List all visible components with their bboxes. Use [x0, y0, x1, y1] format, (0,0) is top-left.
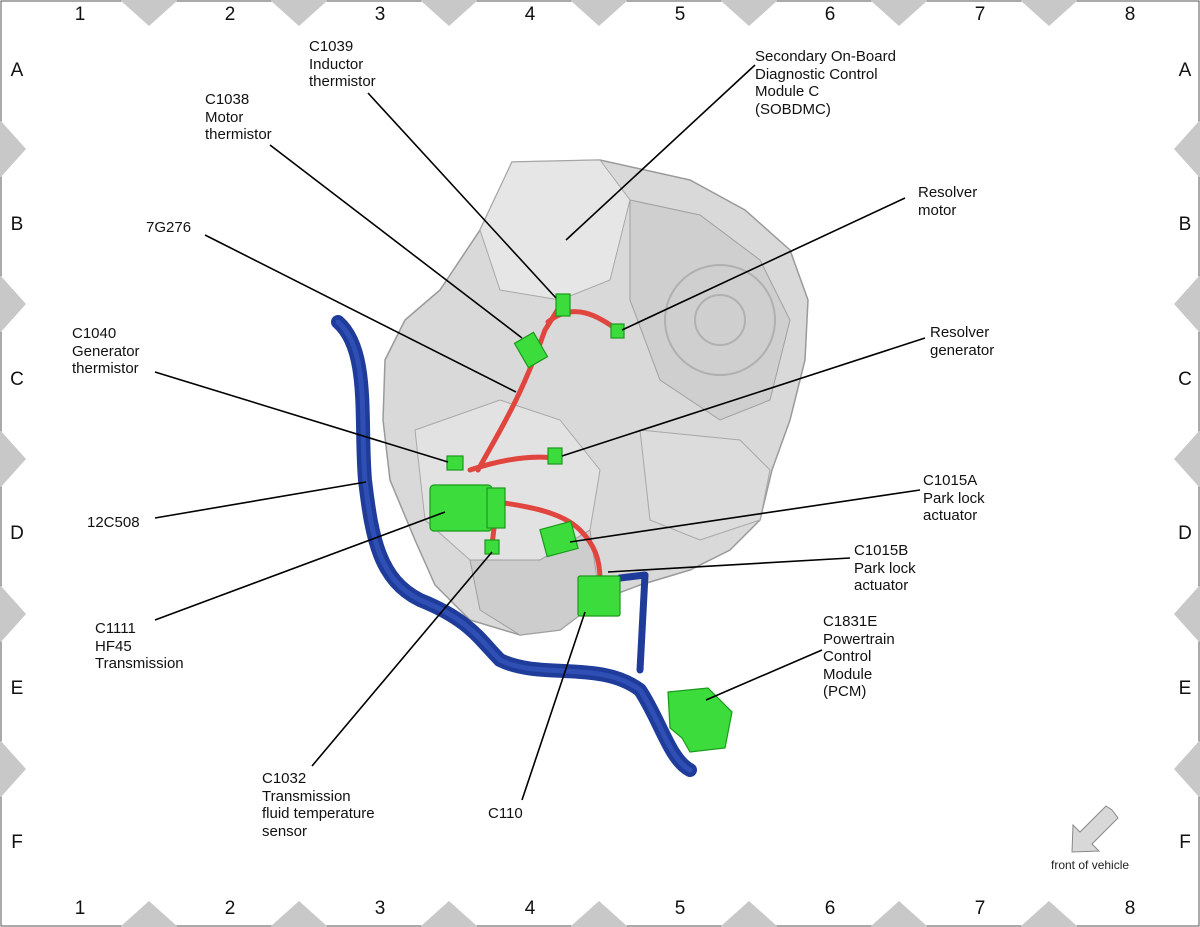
label-12c508: 12C508 [87, 514, 140, 531]
grid-row-left-b: B [10, 214, 24, 235]
leader-lines [154, 64, 926, 801]
grid-col-bottom-7: 7 [974, 898, 986, 919]
label-c1039: C1039 Inductor thermistor [309, 38, 376, 90]
grid-col-bottom-3: 3 [374, 898, 386, 919]
connector-c1015a [539, 520, 579, 558]
label-c1015b: C1015B Park lock actuator [854, 542, 916, 594]
grid-col-bottom-4: 4 [524, 898, 536, 919]
label-c1032: C1032 Transmission fluid temperature sen… [262, 770, 375, 840]
grid-row-left-d: D [10, 523, 24, 544]
label-resolver-generator: Resolver generator [930, 324, 995, 359]
grid-col-top-2: 2 [224, 4, 236, 25]
label-c1111: C1111 HF45 Transmission [95, 620, 184, 672]
grid-col-top-6: 6 [824, 4, 836, 25]
connectors [429, 293, 733, 753]
connector-c1032 [484, 539, 500, 555]
grid-row-right-e: E [1178, 678, 1192, 699]
grid-col-top-5: 5 [674, 4, 686, 25]
connector-c1015b [577, 575, 621, 617]
grid-row-right-d: D [1178, 523, 1192, 544]
label-resolver-motor: Resolver motor [918, 184, 978, 219]
grid-col-bottom-6: 6 [824, 898, 836, 919]
connector-c1040 [446, 455, 464, 471]
grid-col-top-4: 4 [524, 4, 536, 25]
connector-c1038 [513, 331, 549, 369]
connector-c1831e [667, 687, 733, 753]
blue-harness [331, 315, 697, 777]
label-c1040: C1040 Generator thermistor [72, 325, 140, 377]
connector-c1039 [555, 293, 571, 317]
label-c110: C110 [488, 805, 523, 822]
grid-col-bottom-2: 2 [224, 898, 236, 919]
connector-resolver-generator [547, 447, 563, 465]
grid-col-bottom-8: 8 [1124, 898, 1136, 919]
grid-col-bottom-1: 1 [74, 898, 86, 919]
grid-row-left-e: E [10, 678, 24, 699]
connector-resolver-motor [610, 323, 625, 339]
grid-row-right-f: F [1179, 832, 1191, 853]
grid-col-top-8: 8 [1124, 4, 1136, 25]
front-arrow-icon [1071, 805, 1119, 853]
grid-col-top-7: 7 [974, 4, 986, 25]
grid-row-right-b: B [1178, 214, 1192, 235]
grid-row-left-a: A [10, 60, 24, 81]
label-c1038: C1038 Motor thermistor [205, 91, 272, 143]
label-sobdmc: Secondary On-Board Diagnostic Control Mo… [755, 48, 896, 118]
front-of-vehicle-label: front of vehicle [1051, 858, 1130, 872]
label-7g276: 7G276 [146, 219, 192, 236]
grid-row-left-f: F [11, 832, 23, 853]
grid-col-top-1: 1 [74, 4, 86, 25]
grid-row-left-c: C [10, 369, 24, 390]
grid-col-bottom-5: 5 [674, 898, 686, 919]
connector-c1111-housing [486, 487, 506, 529]
grid-row-right-c: C [1178, 369, 1192, 390]
grid-row-right-a: A [1178, 60, 1192, 81]
connector-c1111 [429, 484, 493, 532]
label-c1831e: C1831E Powertrain Control Module (PCM) [823, 613, 895, 700]
label-c1015a: C1015A Park lock actuator [923, 472, 985, 524]
grid-col-top-3: 3 [374, 4, 386, 25]
